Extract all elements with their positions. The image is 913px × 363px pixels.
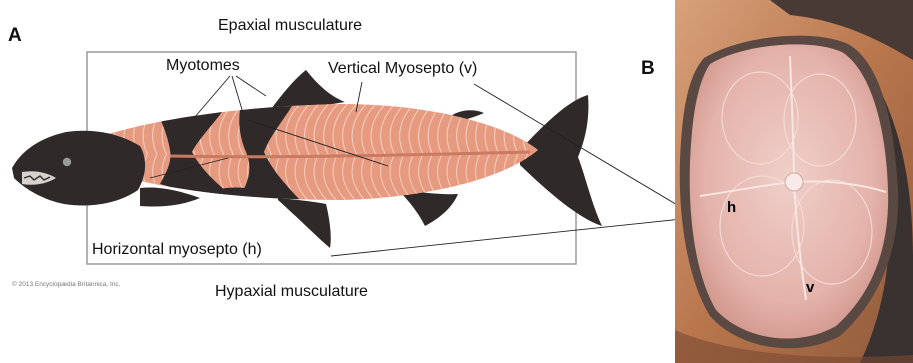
fish-eye	[63, 158, 71, 166]
tail-fin	[520, 95, 602, 226]
anal-fin	[400, 190, 458, 226]
panel-a-letter: A	[8, 25, 22, 46]
vertebra	[785, 173, 803, 191]
myotome-pointer-3	[236, 76, 266, 96]
fish-steak-photo	[675, 0, 913, 363]
fish-head	[12, 131, 145, 206]
panel-b-letter: B	[641, 58, 655, 79]
pelvic-fin	[278, 198, 331, 248]
horizontal-pointer-to-h	[331, 214, 729, 256]
myotome-pointer-2	[232, 76, 243, 113]
vertical-myosepto-label: Vertical Myosepto (v)	[328, 60, 477, 77]
copyright-text: © 2013 Encyclopædia Britannica, Inc.	[12, 280, 121, 288]
point-h-label: h	[727, 199, 736, 216]
hypaxial-label: Hypaxial musculature	[215, 283, 368, 300]
pectoral-fin	[140, 187, 200, 206]
myotomes-label: Myotomes	[166, 57, 240, 74]
point-v-label: v	[806, 279, 815, 296]
epaxial-label: Epaxial musculature	[218, 17, 362, 34]
myotome-pointer-1	[194, 76, 230, 118]
salmon-illustration	[12, 70, 602, 248]
horizontal-myosepto-label: Horizontal myosepto (h)	[92, 241, 262, 258]
